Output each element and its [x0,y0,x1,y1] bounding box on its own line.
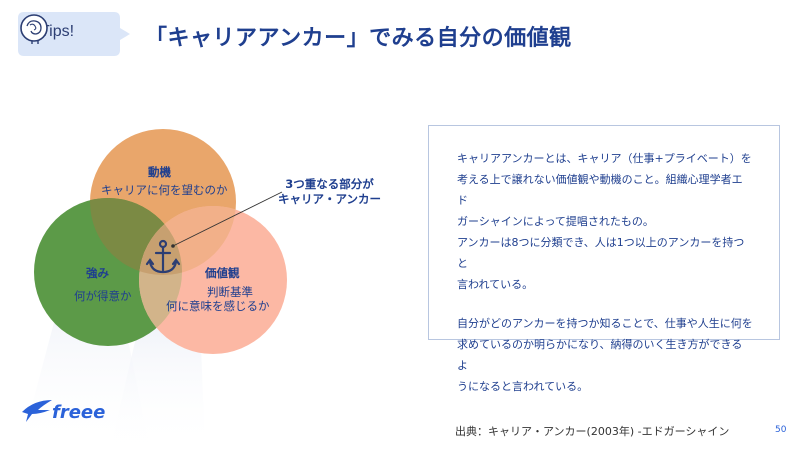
description-line: ガーシャインによって提唱されたもの。 [457,215,654,228]
leader-dot [171,244,175,248]
freee-logo-text: freee [52,402,106,423]
values-title: 価値観 [205,266,240,280]
values-subtitle-meaning: 何に意味を感じるか [166,299,270,313]
motive-title: 動機 [148,165,171,179]
description-paragraph-2: 自分がどのアンカーを持つか知ることで、仕事や人生に何を求めているのか明らかになり… [457,313,753,397]
page-title: 「キャリアアンカー」でみる自分の価値観 [145,26,572,51]
strength-title: 強み [86,266,109,280]
description-line: 求めているのか明らかになり、納得のいく生き方ができるよ [457,338,743,372]
anchor-icon [145,239,181,274]
page-number: 50 [775,425,787,435]
overlap-center [139,206,182,275]
strength-subtitle: 何が得意か [74,289,132,303]
source-citation: 出典：キャリア・アンカー(2003年) -エドガーシャイン [455,425,730,438]
venn-diagram [20,129,287,450]
overlap-note-line1: 3つ重なる部分が [285,177,374,191]
description-line: 自分がどのアンカーを持つか知ることで、仕事や人生に何を [457,317,753,330]
description-box: キャリアアンカーとは、キャリア（仕事+プライベート）を考える上で譲れない価値観や… [428,125,780,393]
description-paragraph-1: キャリアアンカーとは、キャリア（仕事+プライベート）を考える上で譲れない価値観や… [457,148,753,295]
tips-label: Tips! [40,23,75,40]
freee-bird-icon [22,400,52,422]
description-line: 考える上で譲れない価値観や動機のこと。組織心理学者エド [457,173,743,207]
values-subtitle-criteria: 判断基準 [207,285,253,299]
overlap-note: 3つ重なる部分が キャリア・アンカー [278,177,381,207]
light-beam [110,320,205,450]
description-line: 言われている。 [457,278,534,291]
motive-subtitle: キャリアに何を望むのか [101,183,228,197]
overlap-note-line2: キャリア・アンカー [278,192,382,206]
leader-line [172,191,283,247]
description-line: うになると言われている。 [457,380,589,393]
description-line: キャリアアンカーとは、キャリア（仕事+プライベート）を [457,152,752,165]
tips-badge: Tips! [18,12,130,56]
head-brain-icon [20,14,48,44]
description-line: アンカーは8つに分類でき、人は1つ以上のアンカーを持つと [457,236,745,270]
